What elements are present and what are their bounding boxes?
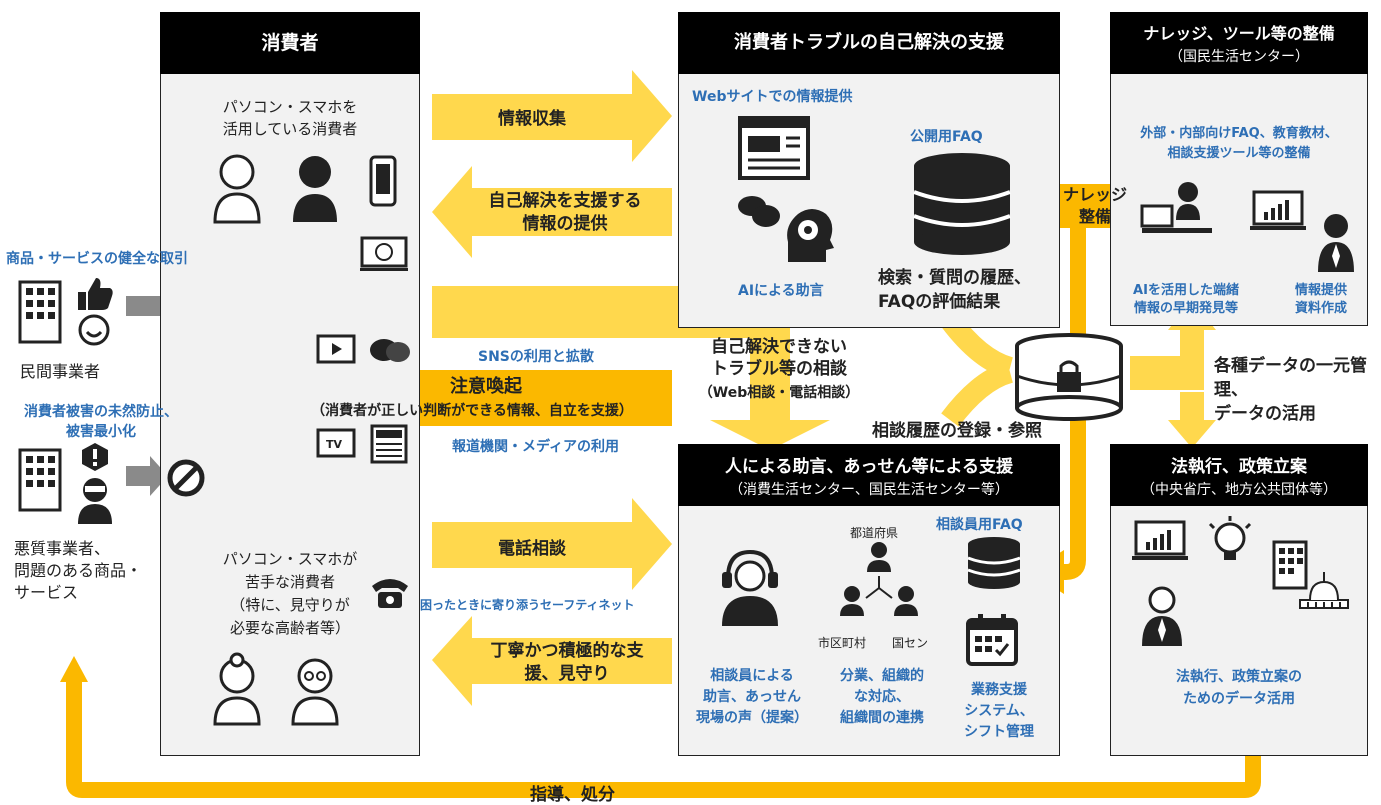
staff-faq-label: 相談員用FAQ bbox=[936, 517, 1023, 533]
elderly-man-icon bbox=[291, 658, 339, 726]
calendar-icon bbox=[966, 614, 1018, 666]
building-icon-2 bbox=[18, 448, 62, 512]
capitol-icon bbox=[1299, 572, 1349, 609]
tv-icon: TV bbox=[316, 428, 356, 458]
history-label: 相談履歴の登録・参照 bbox=[872, 421, 1042, 441]
advice-label: 相談員による 助言、あっせん 現場の声（提案） bbox=[696, 668, 808, 726]
smartphone-icon bbox=[369, 155, 397, 207]
desk-worker-icon bbox=[1140, 182, 1212, 233]
operator-icon bbox=[722, 549, 778, 626]
central-database-icon bbox=[1015, 333, 1123, 421]
guidance-arrowhead bbox=[60, 656, 88, 682]
unresolved-label: 自己解決できない トラブル等の相談 bbox=[711, 337, 847, 379]
knowledge-subtitle: （国民生活センター） bbox=[1169, 49, 1309, 65]
laptop-chart-icon bbox=[1250, 190, 1306, 230]
knowledge-dev-label: ナレッジ 整備 bbox=[1062, 185, 1127, 226]
prevention-label: 消費者被害の未然防止、 被害最小化 bbox=[24, 404, 178, 440]
careful-support-arrow bbox=[432, 616, 672, 706]
ai-detect-label: AIを活用した端緒 情報の早期発見等 bbox=[1133, 283, 1239, 316]
public-faq-database-icon bbox=[913, 153, 1011, 255]
system-label: 業務支援 システム、 シフト管理 bbox=[964, 682, 1034, 740]
web-info-label: Webサイトでの情報提供 bbox=[692, 89, 853, 105]
person-icon bbox=[213, 154, 261, 224]
data-manage-arrow bbox=[1130, 356, 1180, 390]
media-label: 報道機関・メディアの利用 bbox=[452, 439, 620, 455]
phone-arrow bbox=[432, 498, 672, 590]
chat-icon bbox=[370, 339, 410, 362]
non-pc-users-label: パソコン・スマホが 苦手な消費者 （特に、見守りが 必要な高齢者等） bbox=[222, 550, 358, 637]
public-faq-label: 公開用FAQ bbox=[910, 129, 983, 145]
laptop-globe-icon bbox=[360, 236, 408, 271]
history-flow-bottom bbox=[941, 361, 1014, 427]
division-label: 分業、組織的 な対応、 組織間の連携 bbox=[840, 668, 924, 726]
down-to-law-arrow bbox=[1168, 392, 1216, 448]
faq-tools-label: 外部・内部向けFAQ、教育教材、 相談支援ツール等の整備 bbox=[1140, 126, 1338, 161]
prefecture-label: 都道府県 bbox=[850, 526, 899, 540]
pc-users-label: パソコン・スマホを 活用している消費者 bbox=[222, 98, 358, 138]
private-business-label: 民間事業者 bbox=[20, 362, 101, 381]
fair-trade-label: 商品・サービスの健全な取引 bbox=[6, 251, 188, 267]
ai-advice-label: AIによる助言 bbox=[738, 283, 824, 299]
law-laptop-chart-icon bbox=[1132, 520, 1188, 560]
self-resolution-header: 消費者トラブルの自己解決の支援 bbox=[678, 12, 1060, 74]
info-collect-arrow bbox=[432, 70, 672, 162]
info-collect-label: 情報収集 bbox=[498, 109, 566, 129]
webpage-icon bbox=[738, 116, 810, 180]
office-building-icon bbox=[1272, 540, 1308, 590]
law-header: 法執行、政策立案 （中央省庁、地方公共団体等） bbox=[1110, 444, 1368, 506]
self-support-arrow bbox=[432, 166, 672, 258]
knowledge-title: ナレッジ、ツール等の整備 bbox=[1143, 24, 1335, 43]
ncac-label: 国セン bbox=[892, 636, 929, 650]
org-network-icon bbox=[840, 542, 918, 616]
smile-face-icon bbox=[78, 314, 110, 346]
prohibit-icon bbox=[167, 459, 205, 497]
bad-business-label: 悪質事業者、 問題のある商品・ サービス bbox=[14, 539, 143, 602]
info-material-label: 情報提供 資料作成 bbox=[1294, 283, 1347, 316]
phone-label: 電話相談 bbox=[498, 539, 566, 559]
chat-bubbles-icon bbox=[738, 196, 780, 227]
svg-text:TV: TV bbox=[326, 438, 343, 451]
human-support-header: 人による助言、あっせん等による支援 （消費生活センター、国民生活センター等） bbox=[678, 444, 1060, 506]
warning-icon bbox=[82, 443, 108, 471]
data-manage-label: 各種データの一元管理、 データの活用 bbox=[1214, 356, 1367, 424]
staff-faq-connector bbox=[1062, 228, 1086, 580]
unresolved-sub-label: （Web相談・電話相談） bbox=[698, 385, 860, 401]
building-icon bbox=[18, 280, 62, 344]
human-support-subtitle: （消費生活センター、国民生活センター等） bbox=[729, 482, 1009, 498]
law-title: 法執行、政策立案 bbox=[1171, 457, 1307, 477]
law-subtitle: （中央省庁、地方公共団体等） bbox=[1141, 482, 1337, 498]
self-support-info-label: 自己解決を支援する 情報の提供 bbox=[488, 191, 642, 234]
person-suit-icon bbox=[1318, 214, 1354, 272]
elderly-woman-icon bbox=[213, 652, 261, 726]
data-use-label: 法執行、政策立案の ためのデータ活用 bbox=[1176, 669, 1302, 707]
prevention-gray-arrow bbox=[126, 456, 168, 496]
ai-brain-icon bbox=[787, 209, 834, 262]
knowledge-header: ナレッジ、ツール等の整備 （国民生活センター） bbox=[1110, 12, 1368, 74]
careful-support-label: 丁寧かつ積極的な支 援、見守り bbox=[490, 641, 644, 684]
thumbs-up-icon bbox=[78, 278, 113, 310]
news-icon bbox=[370, 424, 408, 464]
consumer-header: 消費者 bbox=[160, 12, 420, 74]
human-support-title: 人による助言、あっせん等による支援 bbox=[725, 457, 1013, 477]
video-icon bbox=[316, 334, 356, 364]
sns-label: SNSの利用と拡散 bbox=[478, 349, 594, 365]
safety-net-label: 困ったときに寄り添うセーフティネット bbox=[420, 598, 635, 612]
consumer-panel bbox=[160, 12, 420, 756]
staff-faq-database-icon bbox=[967, 537, 1021, 589]
municipality-label: 市区町村 bbox=[818, 636, 867, 650]
guidance-loop-arrow bbox=[66, 680, 1261, 798]
search-history-label: 検索・質問の履歴、 FAQの評価結果 bbox=[878, 268, 1031, 312]
woman-icon bbox=[293, 156, 337, 222]
guidance-label: 指導、処分 bbox=[530, 785, 615, 805]
alert-label: 注意喚起 bbox=[450, 376, 522, 397]
idea-head-icon bbox=[1208, 516, 1252, 560]
official-icon bbox=[1142, 586, 1182, 646]
telephone-icon bbox=[372, 579, 408, 608]
thief-icon bbox=[78, 478, 112, 524]
alert-sub-label: （消費者が正しい判断ができる情報、自立を支援） bbox=[311, 403, 633, 419]
